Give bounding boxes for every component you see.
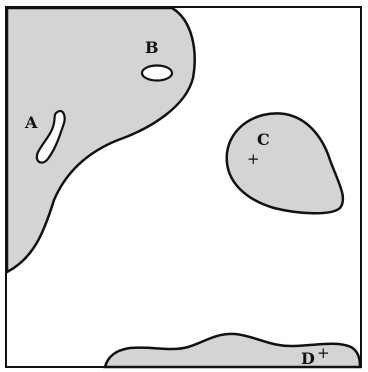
label-d: D (301, 349, 315, 368)
marker-c: + (247, 150, 260, 168)
hole-a (35, 110, 66, 164)
label-b: B (145, 38, 159, 57)
label-a: A (24, 113, 38, 132)
marker-d: + (317, 344, 330, 362)
hole-b (140, 64, 174, 82)
region-c (225, 112, 345, 215)
label-c: C (257, 130, 270, 149)
region-d (103, 332, 362, 369)
